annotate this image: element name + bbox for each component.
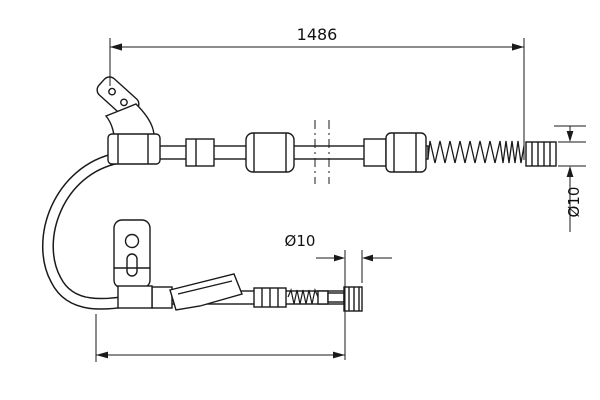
bracket-slot <box>126 253 138 277</box>
upper-cable-run <box>96 76 557 184</box>
arrowhead-down <box>566 131 574 142</box>
elbow-housing <box>104 103 155 137</box>
small-spring-section <box>287 288 319 305</box>
arrowhead-left <box>110 43 122 51</box>
bracket-fitting <box>117 285 153 309</box>
spring-section <box>427 140 525 164</box>
cable-collar <box>185 138 215 167</box>
clevis-hole <box>120 98 128 107</box>
lower-cable-run <box>113 219 363 312</box>
bracket-hole <box>124 233 140 249</box>
cable-barrel <box>245 132 295 173</box>
arrowhead-up <box>566 166 574 177</box>
middle-diameter-dimension: Ø10 <box>285 232 392 360</box>
dimension-label-right-diameter: Ø10 <box>565 187 583 218</box>
clevis-hole <box>108 87 116 96</box>
dimension-label-lower-diameter: Ø10 <box>285 232 316 250</box>
cable-guide-curve <box>42 152 150 310</box>
conduit-core <box>43 153 150 309</box>
dimension-label-overall-length: 1486 <box>297 25 338 44</box>
section-break-lines <box>314 120 330 184</box>
cable-collar <box>363 138 387 167</box>
cable-collar <box>151 286 173 309</box>
right-diameter-dimension: Ø10 <box>554 125 586 232</box>
lever-seam <box>177 280 233 295</box>
arrowhead-left <box>96 351 108 359</box>
right-end-cap <box>525 141 557 167</box>
arrowhead-right <box>512 43 524 51</box>
top-length-dimension: 1486 <box>109 25 525 160</box>
adjuster-barrel <box>385 132 427 173</box>
cable-ferrule <box>317 290 329 305</box>
bottom-length-dimension <box>95 314 345 362</box>
arrowhead-right <box>334 254 345 262</box>
arrowhead-left <box>362 254 373 262</box>
abutment-cylinder <box>107 133 161 165</box>
cable-rod <box>327 292 345 303</box>
arrowhead-right <box>333 351 345 359</box>
